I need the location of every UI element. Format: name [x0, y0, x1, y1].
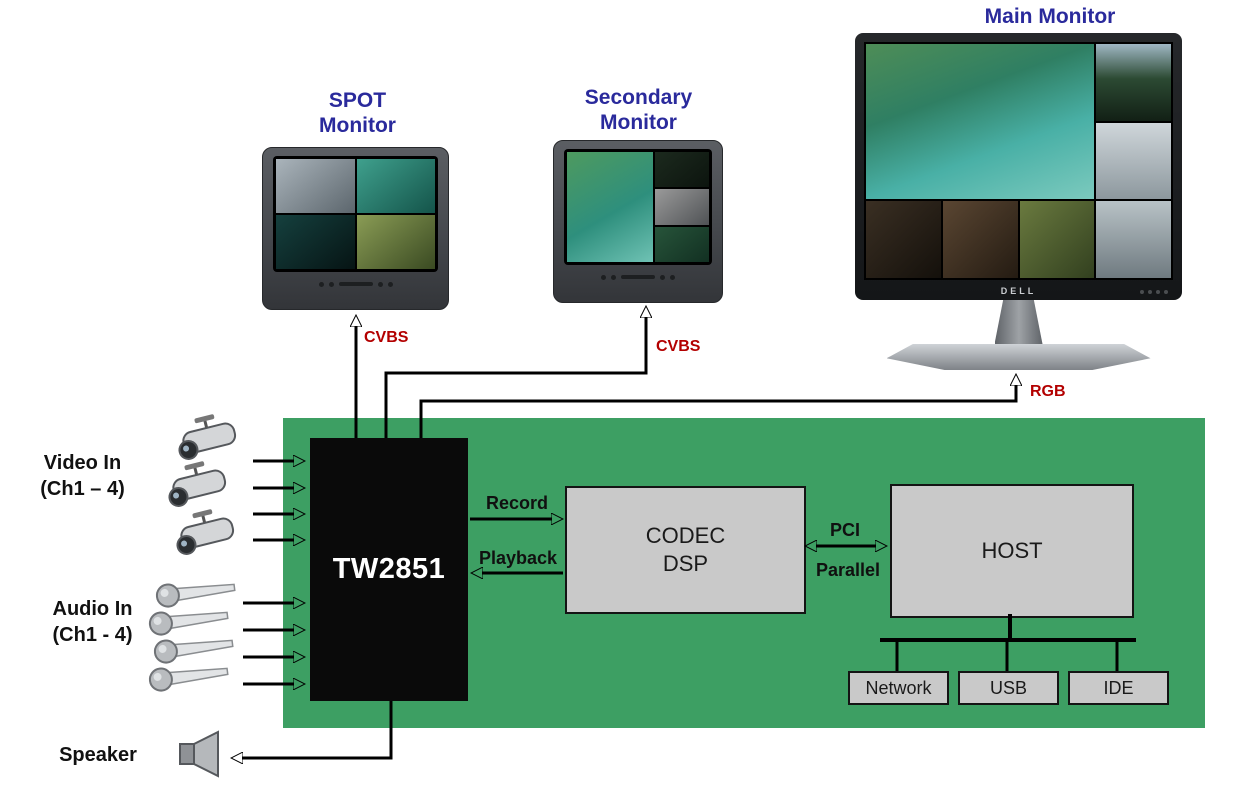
codec-dsp-block: CODEC DSP	[565, 486, 806, 614]
host-block: HOST	[890, 484, 1134, 618]
network-box: Network	[848, 671, 949, 705]
ide-label: IDE	[1103, 677, 1134, 698]
monitor-buttons	[1140, 290, 1168, 294]
video-tile	[866, 44, 1095, 200]
main-monitor-bezel: DELL	[855, 33, 1182, 300]
video-in-label-line2: (Ch1 – 4)	[40, 478, 125, 500]
spot-monitor	[262, 147, 449, 310]
network-label: Network	[865, 677, 932, 698]
host-label: HOST	[981, 538, 1043, 563]
video-tile	[942, 201, 1018, 278]
secondary-monitor-screen	[564, 149, 712, 265]
secondary-monitor-label-line1: Secondary	[584, 86, 693, 109]
monitor-stand-neck	[994, 300, 1043, 344]
video-tile	[655, 226, 709, 262]
secondary-monitor-controls	[564, 269, 712, 285]
tw2851-chip-label: TW2851	[332, 553, 446, 585]
video-tile	[1096, 44, 1171, 121]
video-tile	[655, 152, 709, 188]
secondary-monitor-label-line2: Monitor	[600, 111, 677, 134]
audio-in-label-line1: Audio In	[52, 598, 133, 620]
secondary-monitor-label: Secondary Monitor	[556, 85, 721, 135]
video-tile	[1096, 122, 1171, 200]
monitor-brand-logo: DELL	[1000, 286, 1037, 296]
spot-monitor-screen	[273, 156, 438, 272]
microphone-icon	[153, 573, 240, 616]
tw2851-chip: TW2851	[310, 438, 468, 701]
video-in-label-line1: Video In	[43, 452, 122, 474]
ide-box: IDE	[1068, 671, 1169, 705]
monitor-stand-base	[886, 344, 1151, 370]
video-in-label: Video In (Ch1 – 4)	[15, 450, 150, 502]
speaker-label: Speaker	[59, 744, 137, 766]
main-rgb-label: RGB	[1030, 383, 1066, 400]
camera-icon	[155, 454, 242, 524]
spot-cvbs-label: CVBS	[364, 329, 409, 346]
video-tile	[356, 159, 435, 213]
video-tile	[276, 159, 355, 213]
video-tile	[1096, 201, 1171, 278]
pci-label: PCI	[829, 520, 860, 540]
video-tile	[567, 152, 654, 262]
video-tile	[1019, 201, 1095, 278]
main-monitor: DELL	[855, 33, 1182, 370]
parallel-label: Parallel	[815, 560, 881, 580]
video-tile	[866, 201, 941, 278]
main-monitor-screen	[864, 42, 1173, 280]
spot-monitor-label-line1: SPOT	[328, 89, 387, 112]
spot-monitor-label: SPOT Monitor	[280, 88, 435, 138]
usb-label: USB	[989, 677, 1027, 698]
speaker-icon	[178, 730, 224, 783]
camera-icon	[165, 407, 252, 477]
audio-in-label: Audio In (Ch1 - 4)	[25, 596, 160, 648]
secondary-monitor	[553, 140, 723, 303]
main-monitor-label: Main Monitor	[984, 5, 1116, 28]
audio-in-label-line2: (Ch1 - 4)	[52, 624, 133, 646]
record-label: Record	[485, 493, 548, 513]
spot-monitor-label-line2: Monitor	[319, 114, 396, 137]
video-tile	[356, 215, 435, 269]
secondary-cvbs-label: CVBS	[656, 338, 701, 355]
video-tile	[276, 215, 355, 269]
video-tile	[655, 189, 709, 225]
playback-label: Playback	[478, 548, 558, 568]
camera-icon	[163, 502, 250, 572]
codec-label-line2: DSP	[662, 551, 709, 576]
microphone-icon	[146, 657, 233, 700]
spot-monitor-controls	[273, 276, 438, 292]
microphone-icon	[146, 601, 233, 644]
usb-box: USB	[958, 671, 1059, 705]
codec-label-line1: CODEC	[645, 523, 726, 548]
microphone-icon	[151, 629, 238, 672]
